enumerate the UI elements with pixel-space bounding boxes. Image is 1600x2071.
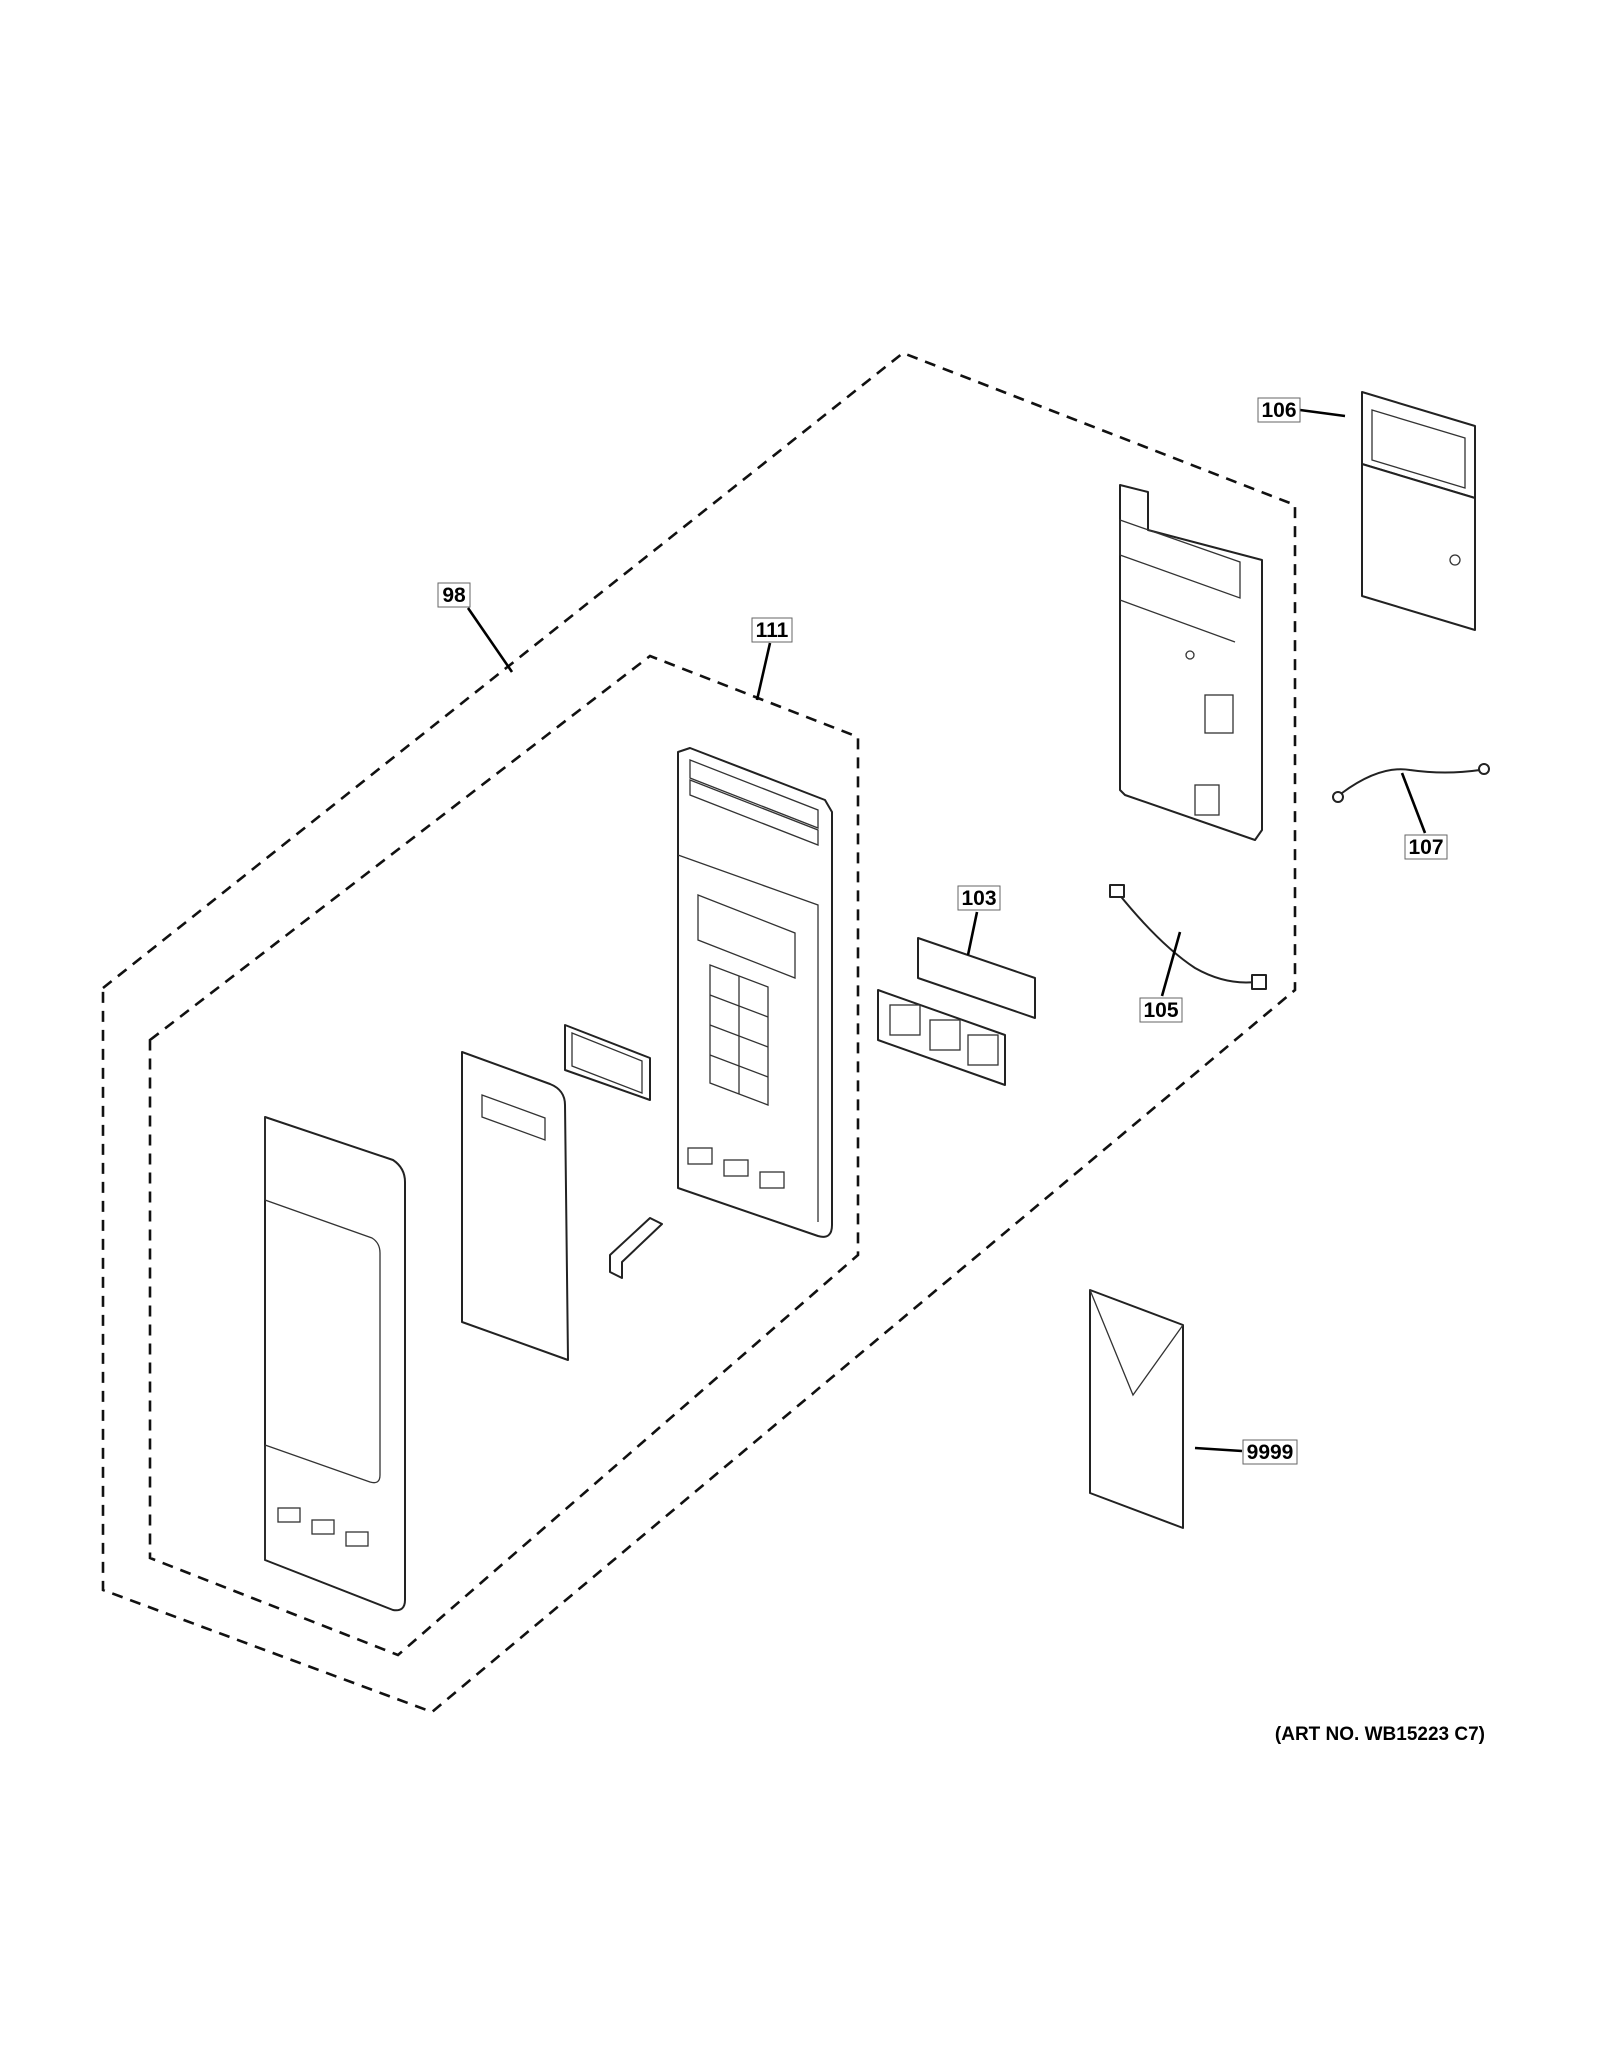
callout-103: 103: [957, 885, 1001, 911]
art-number-label: (ART NO. WB15223 C7): [1275, 1724, 1485, 1745]
callout-98: 98: [437, 582, 471, 608]
leader-98: [466, 607, 514, 673]
small-bracket-part: [609, 1217, 663, 1279]
front-panel-part: [264, 1116, 406, 1612]
membrane-overlay-part: [461, 1051, 569, 1361]
callout-9999-label: 9999: [1247, 1441, 1294, 1464]
display-board-part: [1361, 391, 1476, 631]
assembly-111-outline: [148, 654, 860, 1657]
callout-98-label: 98: [442, 584, 466, 607]
back-housing-part: [1119, 484, 1263, 841]
callout-105: 105: [1139, 997, 1183, 1023]
leader-106: [1299, 408, 1346, 418]
callout-111-label: 111: [756, 619, 789, 642]
callout-106-label: 106: [1261, 399, 1296, 422]
leader-105: [1160, 931, 1182, 997]
literature-envelope-part: [1089, 1289, 1184, 1529]
control-panel-frame-part: [677, 747, 833, 1238]
wire-harness-105-part: [1109, 884, 1267, 990]
callout-107: 107: [1404, 834, 1448, 860]
assembly-98-outline: [101, 351, 1297, 1714]
callout-106: 106: [1257, 397, 1301, 423]
leader-9999: [1194, 1446, 1243, 1453]
keyboard-board-part: [877, 937, 1036, 1086]
wire-harness-107-part: [1332, 763, 1490, 803]
callout-103-label: 103: [961, 887, 996, 910]
leader-107: [1400, 772, 1427, 834]
callout-107-label: 107: [1408, 836, 1443, 859]
callout-105-label: 105: [1143, 999, 1178, 1022]
window-gasket-part: [564, 1024, 651, 1101]
leader-111: [755, 642, 772, 701]
callout-9999: 9999: [1242, 1439, 1298, 1465]
callout-111: 111: [751, 617, 793, 643]
leader-103: [966, 911, 979, 956]
